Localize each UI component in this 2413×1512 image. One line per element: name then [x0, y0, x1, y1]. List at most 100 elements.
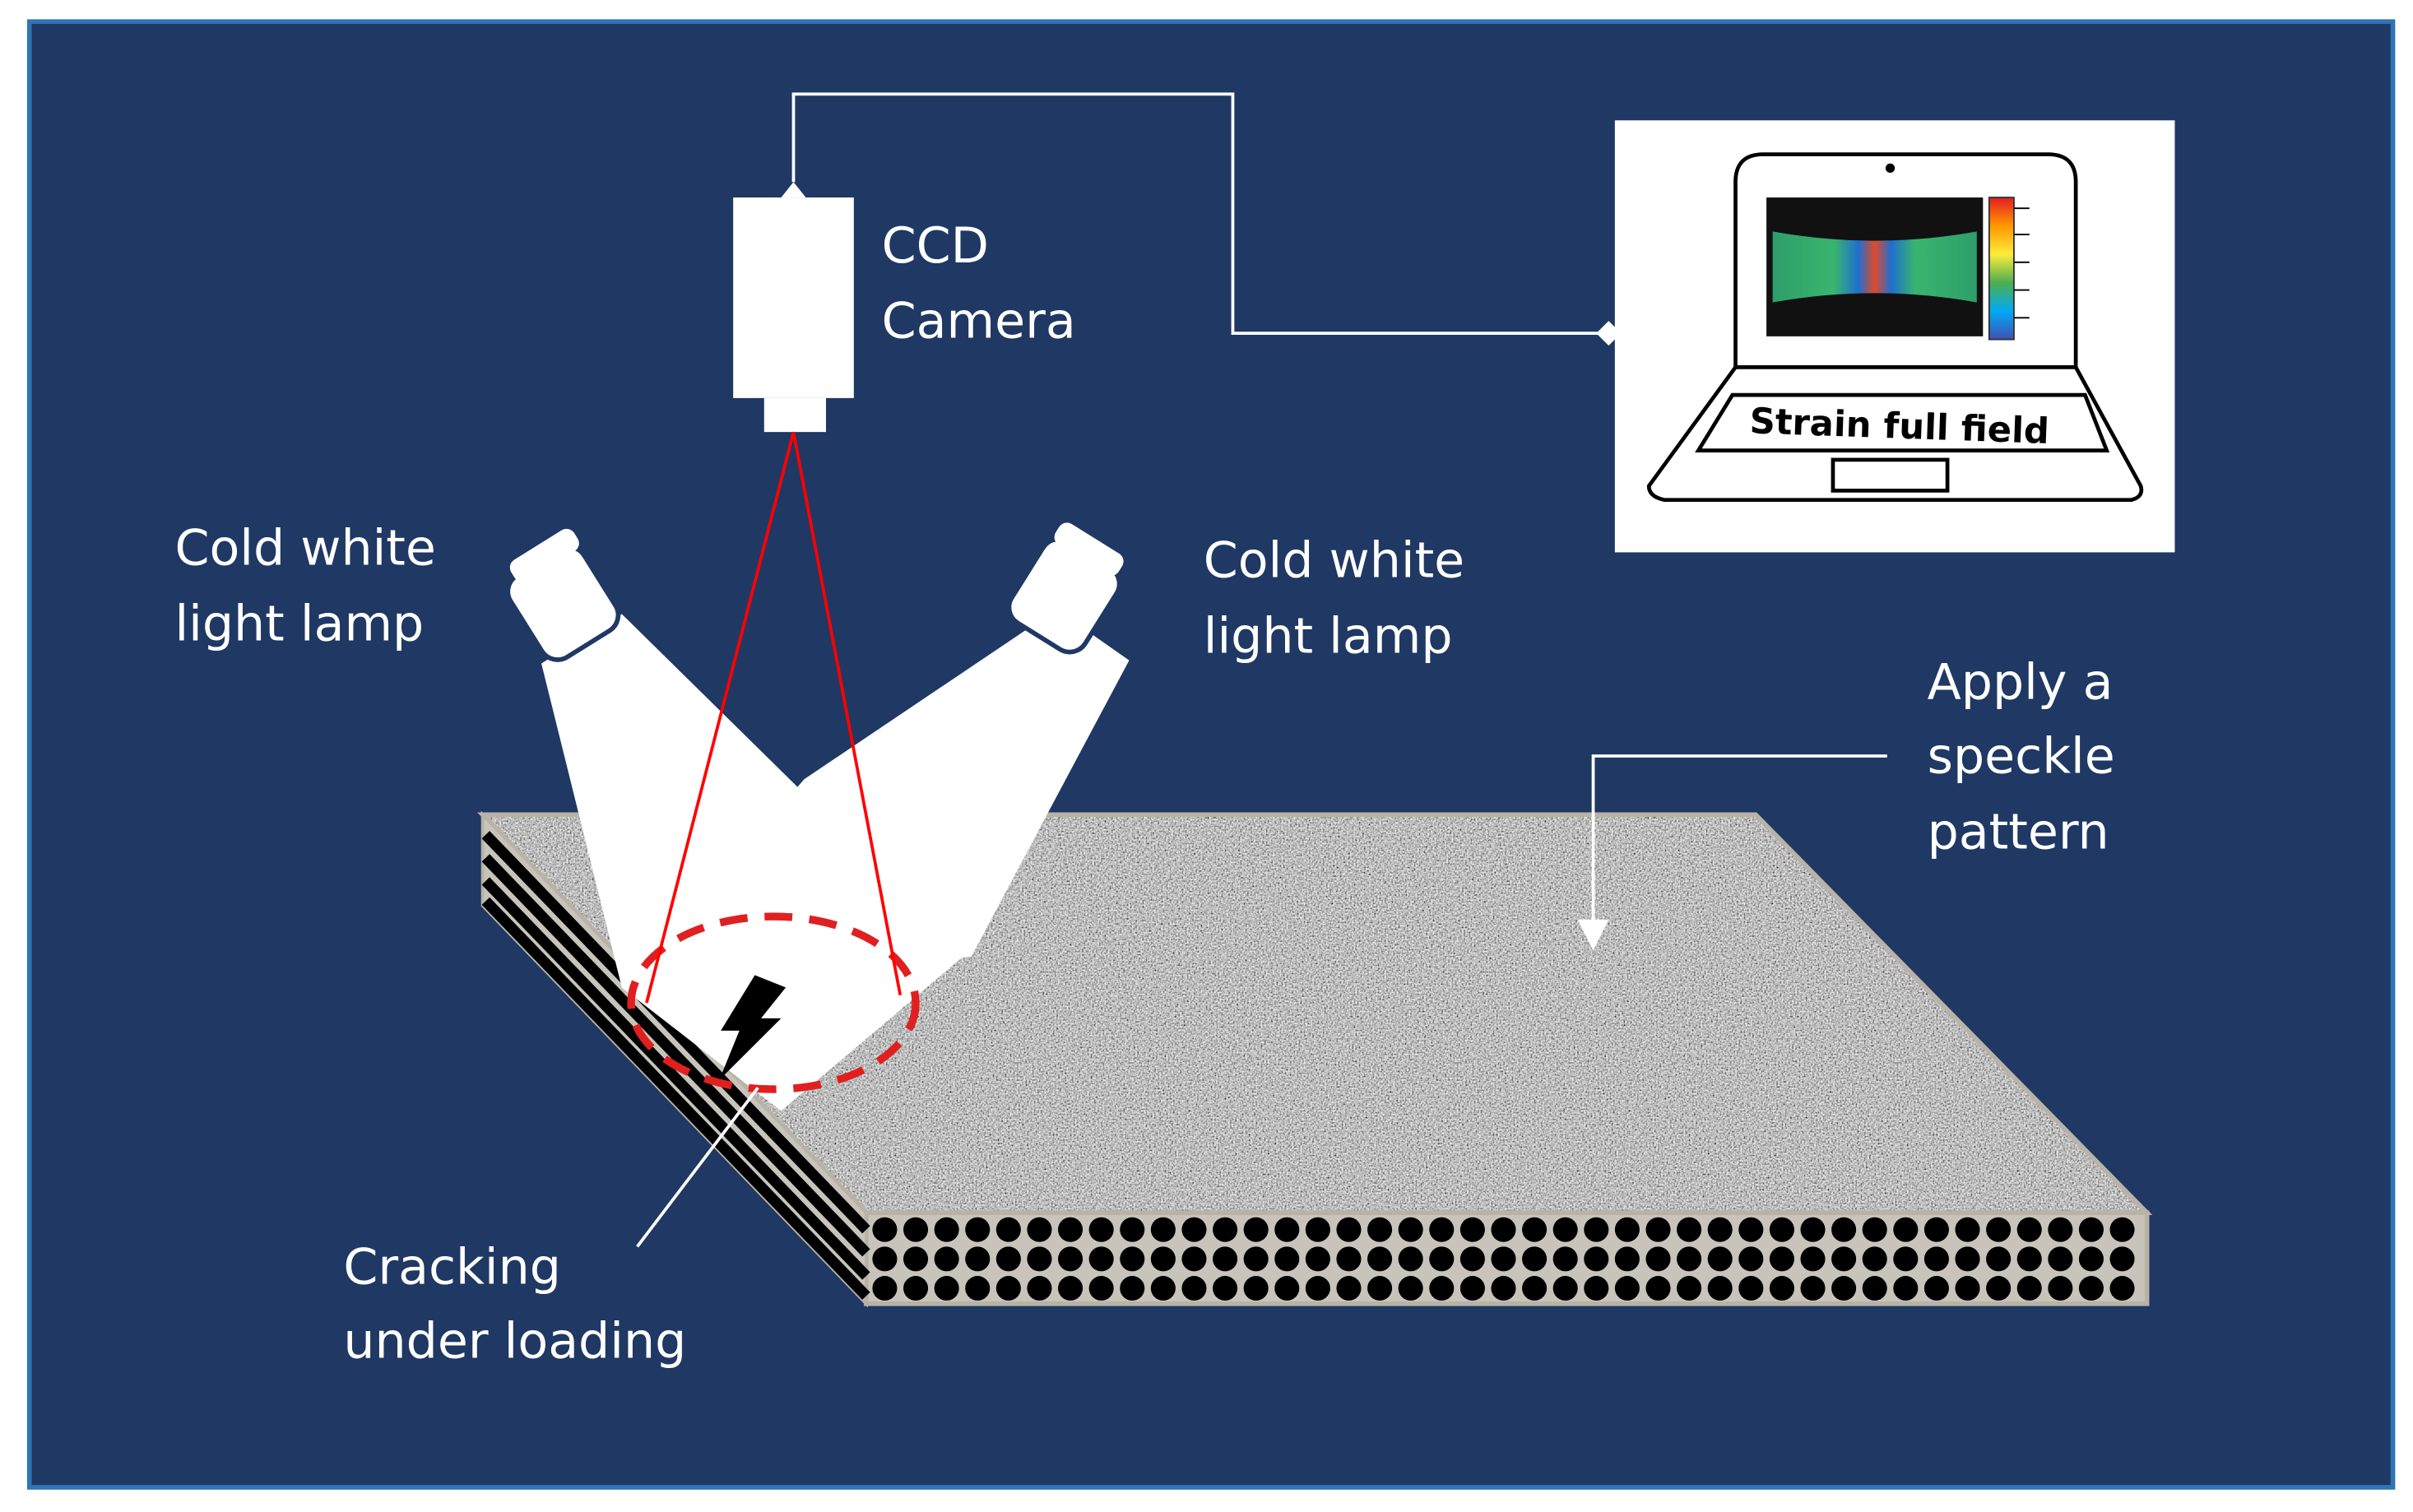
fiber-dot [1862, 1276, 1887, 1301]
fiber-dot [1769, 1276, 1794, 1301]
laminate-layers [481, 831, 870, 1300]
fiber-dot [872, 1276, 898, 1301]
fiber-dot [872, 1217, 898, 1242]
fiber-dot [934, 1246, 959, 1272]
fiber-dot [1831, 1276, 1857, 1301]
fiber-dot [1027, 1217, 1052, 1242]
speckle-arrow-line [1591, 754, 1887, 939]
fiber-dot [1923, 1276, 1949, 1301]
fiber-dot [1367, 1276, 1393, 1301]
fiber-dot [2016, 1217, 2042, 1242]
fiber-dot [995, 1246, 1021, 1272]
fiber-dot [1243, 1276, 1269, 1301]
fiber-dot [1058, 1217, 1084, 1242]
fiber-dot [1274, 1276, 1300, 1301]
fiber-dot [1584, 1217, 1609, 1242]
fiber-dot [1213, 1217, 1238, 1242]
fiber-dot [1336, 1276, 1362, 1301]
fiber-dot [1923, 1217, 1949, 1242]
fiber-dot [1862, 1246, 1887, 1272]
fiber-dot [1243, 1246, 1269, 1272]
fiber-dot [1181, 1217, 1207, 1242]
fiber-dot [1614, 1276, 1640, 1301]
fiber-dot [1058, 1246, 1084, 1272]
fiber-dot [1552, 1276, 1578, 1301]
fiber-dots [872, 1217, 2135, 1301]
fiber-dot [1088, 1276, 1114, 1301]
laptop-icon [1646, 152, 2144, 503]
fiber-dot [1522, 1217, 1548, 1242]
fiber-dot [2048, 1246, 2073, 1272]
fiber-dot [1336, 1246, 1362, 1272]
fiber-dot [1027, 1276, 1052, 1301]
fiber-dot [1862, 1217, 1887, 1242]
fiber-dot [1831, 1217, 1857, 1242]
fiber-dot [1645, 1276, 1671, 1301]
fiber-dot [1986, 1276, 2012, 1301]
lamp-left-label: Cold white light lamp [174, 520, 452, 653]
fiber-dot [1552, 1217, 1578, 1242]
fiber-dot [1769, 1217, 1794, 1242]
fiber-dot [1645, 1246, 1671, 1272]
fiber-dot [1150, 1276, 1176, 1301]
ccd-camera-icon [733, 182, 854, 433]
laptop-panel: Strain full field [1614, 120, 2175, 553]
fiber-dot [1738, 1276, 1764, 1301]
crack-label: Cracking under loading [343, 1238, 686, 1370]
fiber-dot [1058, 1276, 1084, 1301]
crack-region-circle [627, 912, 920, 1093]
fiber-dot [2078, 1276, 2104, 1301]
fiber-dot [1491, 1246, 1516, 1272]
fiber-dot [1305, 1276, 1330, 1301]
fiber-dot [1274, 1217, 1300, 1242]
light-lamp-icon [505, 528, 621, 662]
fiber-dot [1522, 1246, 1548, 1272]
fiber-dot [1677, 1246, 1702, 1272]
fiber-dot [1552, 1246, 1578, 1272]
fiber-dot [1677, 1217, 1702, 1242]
fiber-dot [2078, 1246, 2104, 1272]
fiber-dot [2016, 1276, 2042, 1301]
fiber-dot [934, 1217, 959, 1242]
fiber-dot [1150, 1246, 1176, 1272]
fiber-dot [965, 1217, 991, 1242]
fiber-dot [903, 1276, 929, 1301]
camera-cable [791, 92, 1606, 335]
fiber-dot [872, 1246, 898, 1272]
fiber-dot [1429, 1276, 1455, 1301]
fiber-dot [1893, 1246, 1919, 1272]
fiber-dot [1707, 1217, 1733, 1242]
fiber-dot [2048, 1276, 2073, 1301]
fiber-dot [1274, 1246, 1300, 1272]
fiber-dot [1120, 1217, 1145, 1242]
lightning-crack-icon [719, 975, 787, 1080]
fiber-dot [2109, 1246, 2135, 1272]
fiber-dot [1738, 1246, 1764, 1272]
fiber-dot [1707, 1276, 1733, 1301]
fiber-dot [1677, 1276, 1702, 1301]
fiber-dot [1893, 1217, 1919, 1242]
fiber-dot [1213, 1276, 1238, 1301]
fiber-dot [1738, 1217, 1764, 1242]
fiber-dot [1584, 1246, 1609, 1272]
fiber-dot [1491, 1217, 1516, 1242]
fiber-dot [1800, 1276, 1826, 1301]
light-beam [621, 779, 968, 1111]
fiber-dot [1305, 1246, 1330, 1272]
fiber-dot [1088, 1217, 1114, 1242]
fiber-dot [1800, 1246, 1826, 1272]
fiber-dot [1398, 1246, 1423, 1272]
fiber-dot [1181, 1246, 1207, 1272]
fiber-dot [1955, 1217, 1980, 1242]
fiber-dot [1955, 1246, 1980, 1272]
fiber-dot [1707, 1246, 1733, 1272]
fiber-dot [903, 1217, 929, 1242]
lamp-right-label: Cold white light lamp [1204, 532, 1481, 666]
fiber-dot [1955, 1276, 1980, 1301]
fiber-dot [1986, 1246, 2012, 1272]
fiber-dot [2109, 1276, 2135, 1301]
fiber-dot [1522, 1276, 1548, 1301]
fiber-dot [1584, 1276, 1609, 1301]
fiber-dot [1243, 1217, 1269, 1242]
